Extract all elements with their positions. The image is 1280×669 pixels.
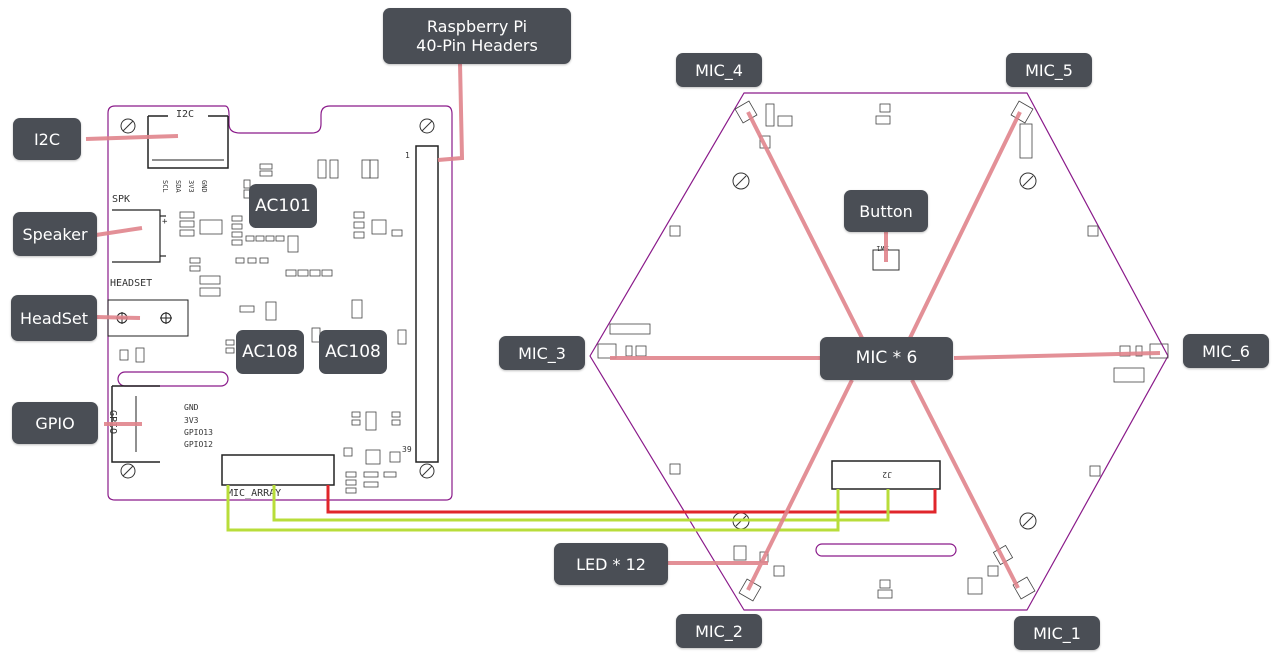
left-board-slot — [117, 371, 229, 387]
wire-red — [326, 485, 937, 514]
silk-pin39: 39 — [402, 445, 412, 454]
mic-array-connector — [221, 454, 335, 486]
callout-i2c: I2C — [13, 118, 81, 160]
leader-lines — [85, 62, 1161, 591]
callout-rpi-header: Raspberry Pi 40-Pin Headers — [383, 8, 571, 64]
left-board-mount-holes — [120, 118, 435, 479]
chip-ac108-right: AC108 — [319, 330, 387, 374]
callout-mic-2: MIC_2 — [676, 614, 762, 648]
silk-pin-scl: SCL — [161, 180, 169, 193]
mic-board-slot — [815, 543, 957, 557]
callout-button: Button — [844, 190, 928, 232]
silk-j2: J2 — [882, 470, 892, 479]
silk-gnd: GND — [184, 403, 199, 412]
callout-mic-6: MIC_6 — [1183, 334, 1269, 368]
callout-mic-center: MIC * 6 — [820, 337, 953, 380]
left-board-outline — [107, 105, 453, 501]
wire-green-2 — [226, 485, 840, 532]
silk-spk: SPK — [112, 194, 130, 205]
silk-gpio13: GPIO13 — [184, 428, 213, 437]
silk-spk-plus: + — [162, 217, 168, 227]
callout-rpi-header-line1: Raspberry Pi — [426, 17, 528, 36]
callout-mic-3: MIC_3 — [499, 336, 585, 370]
callout-mic-4: MIC_4 — [676, 53, 762, 87]
silk-pin-sda: SDA — [174, 180, 182, 193]
wire-harness — [226, 485, 937, 532]
speaker-connector — [112, 209, 166, 263]
wire-green-1 — [272, 485, 890, 522]
silk-headset: HEADSET — [110, 278, 152, 289]
silk-i2c-pins: SCL SDA 3V3 GND — [161, 180, 208, 193]
callout-speaker: Speaker — [13, 212, 97, 256]
rpi-header — [415, 145, 439, 463]
silk-mic-array: MIC_ARRAY — [227, 488, 281, 499]
callout-mic-1: MIC_1 — [1014, 616, 1100, 650]
callout-headset: HeadSet — [11, 295, 97, 341]
left-board-components — [119, 159, 407, 494]
callout-led: LED * 12 — [554, 543, 668, 585]
silk-gpio12: GPIO12 — [184, 440, 213, 449]
silk-sw: SW1 — [876, 244, 889, 252]
mic-board-j2-connector — [831, 460, 941, 490]
callout-rpi-header-line2: 40-Pin Headers — [416, 36, 538, 55]
silk-pin1: 1 — [405, 151, 410, 160]
silk-pin-3v3: 3V3 — [187, 180, 195, 193]
mic-board-components — [597, 100, 1169, 602]
callout-gpio: GPIO — [12, 402, 98, 444]
silk-i2c: I2C — [176, 109, 194, 120]
i2c-connector — [147, 115, 229, 169]
silk-3v3: 3V3 — [184, 416, 199, 425]
callout-mic-5: MIC_5 — [1006, 53, 1092, 87]
chip-ac108-left: AC108 — [236, 330, 304, 374]
mic-board-outline — [589, 92, 1169, 611]
chip-ac101: AC101 — [249, 184, 317, 228]
silk-pin-gnd: GND — [200, 180, 208, 193]
